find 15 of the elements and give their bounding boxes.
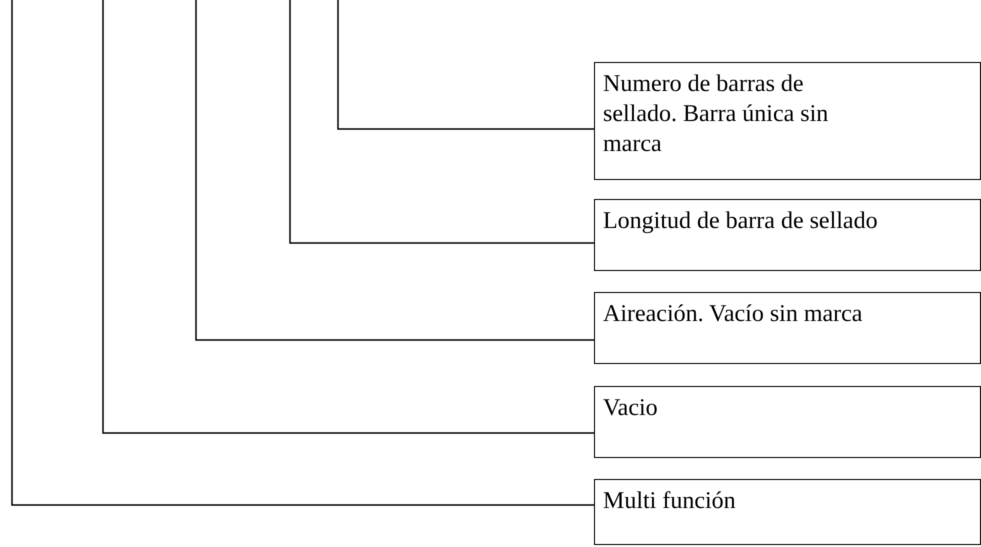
leader-line — [11, 0, 594, 506]
leader-line — [289, 0, 594, 244]
box-label: Multi función — [603, 487, 737, 516]
label-box — [594, 292, 981, 364]
box-label: Aireación. Vacío sin marca — [603, 300, 864, 329]
box-label: Longitud de barra de sellado — [603, 207, 879, 236]
label-box — [594, 479, 981, 545]
leader-line — [337, 0, 594, 130]
label-box — [594, 199, 981, 271]
leader-line — [102, 0, 594, 434]
label-box — [594, 62, 981, 180]
box-label: Vacio — [603, 394, 659, 423]
label-box — [594, 386, 981, 458]
box-label: Numero de barras de sellado. Barra única sin marca — [603, 70, 830, 159]
leader-line — [195, 0, 594, 341]
